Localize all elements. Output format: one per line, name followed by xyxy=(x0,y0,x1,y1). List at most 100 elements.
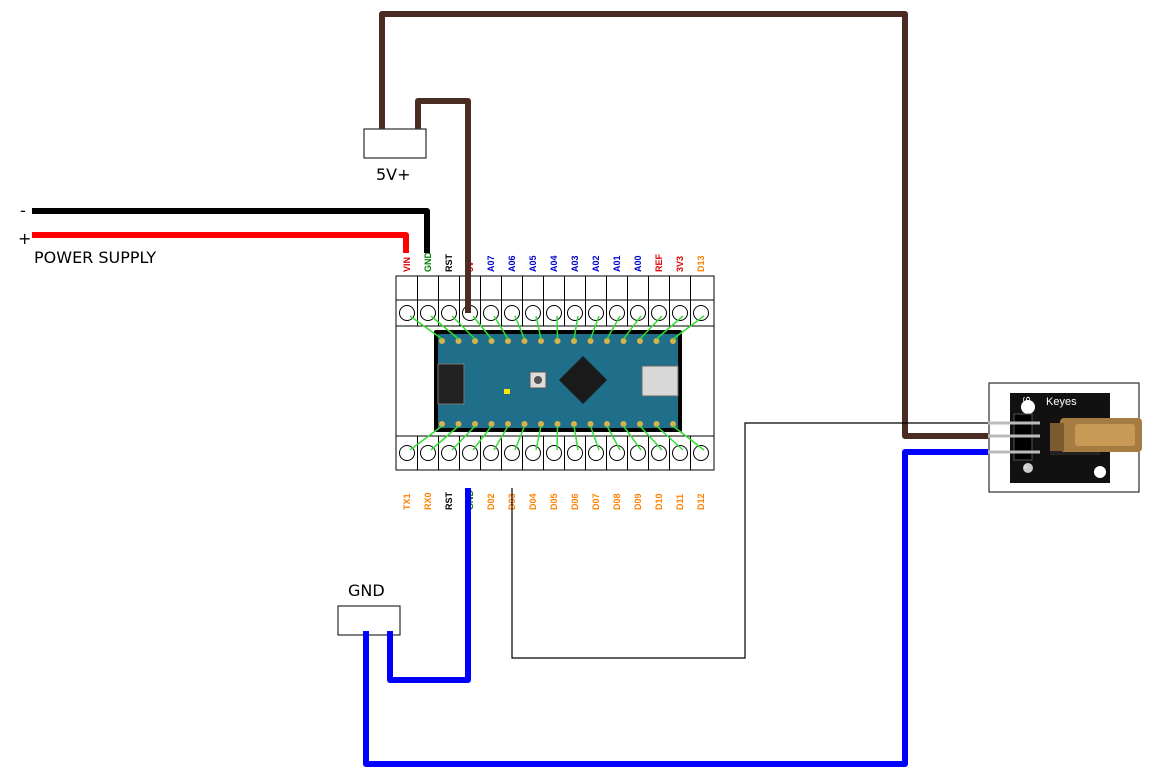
nano-pin-top xyxy=(637,338,643,344)
connector-gnd xyxy=(337,605,401,636)
nano-pin-top xyxy=(587,338,594,344)
bottom-pin-label: D10 xyxy=(654,493,664,510)
nano-pin-bottom xyxy=(455,421,462,427)
nano-pin-bottom xyxy=(538,421,544,427)
nano-pin-top xyxy=(670,338,676,344)
trace-top xyxy=(472,315,493,340)
bottom-terminal-screw xyxy=(546,445,562,461)
trace-bottom xyxy=(514,425,526,451)
top-pin-label: 3V3 xyxy=(675,256,685,272)
wire-gnd-to-module xyxy=(363,449,988,767)
bottom-terminal-screw xyxy=(609,445,625,461)
bottom-pin-label: D06 xyxy=(570,493,580,510)
connector-5v xyxy=(363,128,427,159)
wire-power-positive xyxy=(32,232,409,253)
terminal-traces-top xyxy=(409,315,705,340)
nano-pin-top xyxy=(439,338,445,344)
arduino-nano-board xyxy=(434,330,682,432)
connector-gnd-label: GND xyxy=(348,581,385,600)
bottom-terminal-screw xyxy=(504,445,520,461)
trace-top xyxy=(493,315,509,340)
trace-bottom xyxy=(556,425,559,451)
trace-bottom xyxy=(451,425,476,451)
top-terminal-screw xyxy=(651,305,667,321)
nano-pin-bottom xyxy=(439,421,445,427)
nano-pin-bottom xyxy=(653,421,660,427)
top-pin-label: A07 xyxy=(486,255,496,272)
nano-pin-bottom xyxy=(670,421,676,427)
bottom-pin-label: D08 xyxy=(612,493,622,510)
trace-bottom xyxy=(622,425,642,451)
trace-top xyxy=(639,315,663,340)
bottom-pin-label: RX0 xyxy=(423,492,433,510)
module-pin-minus-label: - xyxy=(1024,461,1028,473)
top-pin-label: A04 xyxy=(549,255,559,272)
connector-5v-label: 5V+ xyxy=(376,165,411,184)
bottom-pin-label: RST xyxy=(444,491,454,510)
bottom-terminal-screw xyxy=(630,445,646,461)
trace-bottom xyxy=(573,425,579,451)
top-terminal-screw xyxy=(693,305,709,321)
top-pin-label: A00 xyxy=(633,255,643,272)
bottom-pin-label: D07 xyxy=(591,493,601,510)
nano-pin-bottom xyxy=(521,421,528,427)
bottom-terminal-screw xyxy=(483,445,499,461)
top-terminal-screw xyxy=(546,305,562,321)
nano-pin-top xyxy=(488,338,495,344)
icsp-header xyxy=(437,363,465,405)
nano-pin-top xyxy=(521,338,528,344)
trace-bottom xyxy=(409,425,443,451)
trace-bottom xyxy=(472,425,493,451)
nano-pin-bottom xyxy=(587,421,594,427)
trace-top xyxy=(573,315,579,340)
top-pin-label: A02 xyxy=(591,255,601,272)
nano-pin-top xyxy=(571,338,577,344)
top-pin-label: VIN xyxy=(402,257,412,272)
trace-bottom xyxy=(589,425,600,451)
trace-bottom xyxy=(672,425,705,451)
bottom-terminal-screw xyxy=(588,445,604,461)
trace-top xyxy=(451,315,476,340)
trace-bottom xyxy=(493,425,509,451)
bottom-pin-label: D12 xyxy=(696,493,706,510)
laser-module: Keyes S - xyxy=(988,382,1142,493)
bottom-terminal-screw xyxy=(651,445,667,461)
nano-pin-top xyxy=(653,338,660,344)
trace-top xyxy=(409,315,443,340)
bottom-pin-label: D04 xyxy=(528,493,538,510)
trace-top xyxy=(556,315,559,340)
bottom-pin-label: D02 xyxy=(486,493,496,510)
nano-pin-bottom xyxy=(637,421,643,427)
terminal-traces-bottom xyxy=(409,425,705,451)
trace-top xyxy=(606,315,621,340)
wire-5v-to-nano xyxy=(415,98,471,313)
trace-top xyxy=(535,315,542,340)
bottom-terminal-screw xyxy=(672,445,688,461)
bottom-pin-label: D05 xyxy=(549,493,559,510)
nano-pin-bottom xyxy=(472,421,478,427)
nano-pin-bottom xyxy=(620,421,627,427)
nano-pin-bottom xyxy=(554,421,561,427)
nano-pin-top xyxy=(620,338,627,344)
bottom-pin-label: D09 xyxy=(633,493,643,510)
trace-bottom xyxy=(655,425,684,451)
power-minus-sign: - xyxy=(20,201,26,220)
top-pin-label: A06 xyxy=(507,255,517,272)
bottom-pin-label: TX1 xyxy=(402,493,412,510)
trace-top xyxy=(589,315,600,340)
power-plus-sign: + xyxy=(18,229,31,248)
wire-5v-to-module xyxy=(379,11,988,439)
nano-pin-bottom xyxy=(488,421,495,427)
top-pin-label: REF xyxy=(654,253,664,272)
top-terminal-screw xyxy=(504,305,520,321)
nano-pin-top xyxy=(505,338,511,344)
power-supply-label: POWER SUPPLY xyxy=(34,248,156,267)
top-terminal-screw xyxy=(588,305,604,321)
top-pin-label: D13 xyxy=(696,255,706,272)
module-brand-label: Keyes xyxy=(1046,396,1077,408)
bottom-terminal-screw xyxy=(693,445,709,461)
top-pin-label: RST xyxy=(444,253,454,272)
nano-pin-bottom xyxy=(571,421,577,427)
trace-top xyxy=(672,315,705,340)
